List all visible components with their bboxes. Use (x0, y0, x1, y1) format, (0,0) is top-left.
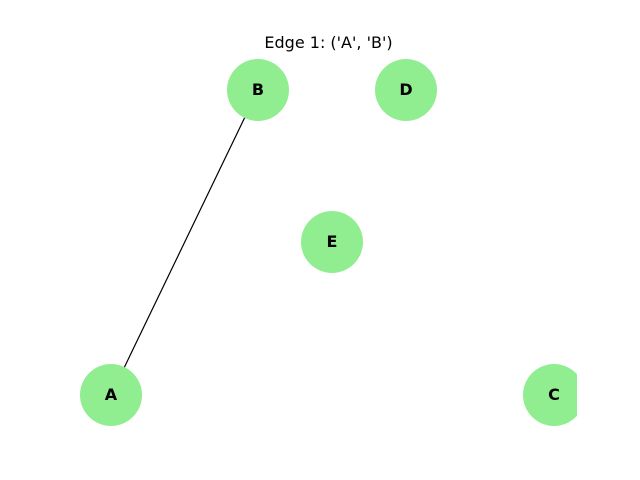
edge-A-B (110, 89, 259, 396)
node-D: D (375, 59, 437, 121)
node-A: A (80, 364, 142, 426)
node-label-B: B (251, 80, 265, 99)
axes-area: A B C D E (80, 57, 577, 428)
figure-title: Edge 1: ('A', 'B') (264, 33, 393, 52)
node-label-D: D (399, 80, 413, 99)
node-label-E: E (326, 232, 338, 251)
node-E: E (301, 211, 363, 273)
node-C: C (523, 364, 577, 426)
node-label-C: C (548, 385, 560, 404)
edge-layer (110, 89, 259, 396)
node-B: B (227, 59, 289, 121)
node-label-A: A (104, 385, 118, 404)
